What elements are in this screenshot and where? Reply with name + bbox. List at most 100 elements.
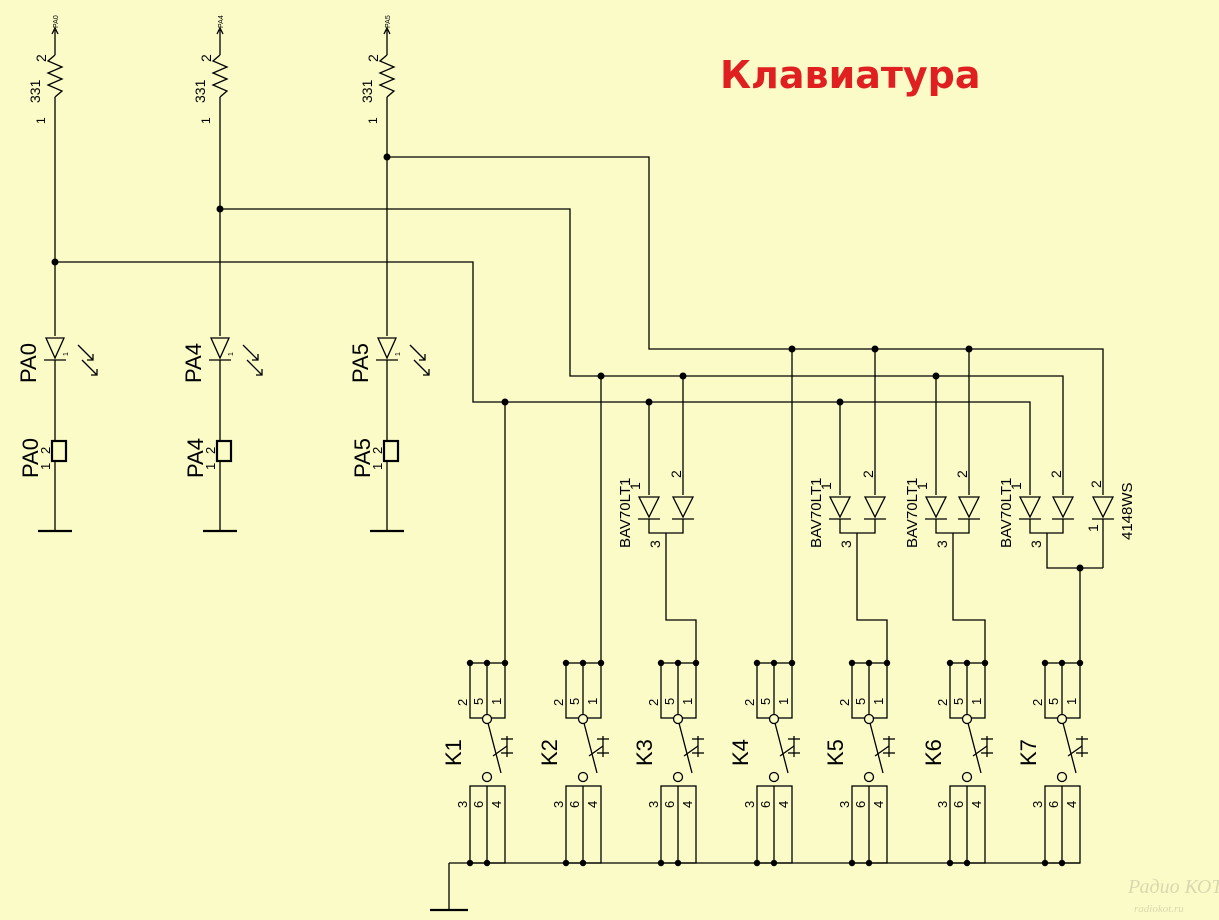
key-k2-pin-2: 2 bbox=[551, 699, 566, 706]
diode-array-4: 1 2 3 BAV70LT1 bbox=[998, 470, 1103, 663]
key-k1-pin-4: 4 bbox=[489, 801, 504, 808]
diode-array-4-pin1: 1 bbox=[1008, 482, 1024, 490]
resistor-value-pa0: 331 bbox=[27, 79, 43, 103]
resistor-pa4: PA4 2 1 331 bbox=[192, 15, 229, 124]
svg-text:1: 1 bbox=[203, 463, 218, 470]
key-label-k3: K3 bbox=[632, 739, 657, 766]
resistor-value-pa4: 331 bbox=[192, 79, 208, 103]
jumper-pa4: 1 2 PA4 bbox=[183, 438, 233, 478]
resistor-pin2-pa5: 2 bbox=[365, 54, 381, 62]
led-label-pa0: PA0 bbox=[16, 343, 41, 383]
key-k7-pin-5: 5 bbox=[1046, 698, 1061, 705]
key-label-k1: K1 bbox=[441, 739, 466, 766]
key-label-k6: K6 bbox=[921, 739, 946, 766]
key-k6-pin-2: 2 bbox=[935, 699, 950, 706]
key-k5-pin-1: 1 bbox=[871, 698, 886, 705]
jumper-pa0: 1 2 PA0 bbox=[18, 438, 68, 478]
diode-array-2-label: BAV70LT1 bbox=[808, 478, 825, 548]
key-k5-pin-2: 2 bbox=[837, 699, 852, 706]
jumper-label-pa4: PA4 bbox=[183, 438, 208, 478]
diode-array-1: 1 2 3 BAV70LT1 bbox=[617, 376, 697, 663]
diode-array-2: 1 2 3 BAV70LT1 bbox=[808, 349, 888, 663]
key-k3-pin-5: 5 bbox=[662, 698, 677, 705]
bus-pa5 bbox=[383, 153, 1104, 495]
key-k7-pin-6: 6 bbox=[1046, 801, 1061, 808]
svg-text:2: 2 bbox=[38, 447, 53, 454]
watermark-logo: Радио КОТ bbox=[1127, 876, 1219, 898]
key-k5-pin-3: 3 bbox=[837, 801, 852, 808]
diode-array-3-label: BAV70LT1 bbox=[904, 478, 921, 548]
svg-text:1: 1 bbox=[395, 352, 402, 356]
key-k4-pin-3: 3 bbox=[742, 801, 757, 808]
jumper-label-pa5: PA5 bbox=[350, 438, 375, 478]
key-k3-pin-6: 6 bbox=[662, 801, 677, 808]
channel-pa5: PA5 2 1 331 1 PA5 1 2 PA5 bbox=[348, 15, 430, 533]
diode-array-4-pin3: 3 bbox=[1028, 540, 1044, 548]
key-k3-pin-4: 4 bbox=[680, 801, 695, 808]
key-k4-pin-4: 4 bbox=[776, 801, 791, 808]
schematic-title: Клавиатура bbox=[720, 53, 981, 97]
diode-array-1-pin2: 2 bbox=[668, 470, 684, 478]
key-k1-pin-6: 6 bbox=[471, 801, 486, 808]
key-k7-pin-2: 2 bbox=[1030, 699, 1045, 706]
svg-text:1: 1 bbox=[370, 463, 385, 470]
resistor-pa5: PA5 2 1 331 bbox=[359, 15, 396, 124]
key-k5-pin-4: 4 bbox=[871, 801, 886, 808]
diode-array-1-pin3: 3 bbox=[647, 540, 663, 548]
resistor-pin1-pa0: 1 bbox=[34, 117, 48, 124]
diode-array-2-pin3: 3 bbox=[838, 540, 854, 548]
key-k5-pin-6: 6 bbox=[853, 801, 868, 808]
svg-text:1: 1 bbox=[228, 352, 235, 356]
resistor-pin1-pa5: 1 bbox=[366, 117, 380, 124]
bus-pa0 bbox=[51, 258, 1031, 495]
port-label-pa0: PA0 bbox=[53, 15, 60, 28]
key-label-k2: K2 bbox=[537, 739, 562, 766]
resistor-pin2-pa4: 2 bbox=[198, 54, 214, 62]
key-k7-pin-1: 1 bbox=[1064, 698, 1079, 705]
key-k1-pin-3: 3 bbox=[455, 801, 470, 808]
diode-4148ws-pin2: 2 bbox=[1088, 480, 1104, 488]
key-k2-pin-6: 6 bbox=[567, 801, 582, 808]
key-k2-pin-1: 1 bbox=[585, 698, 600, 705]
led-pa4: 1 PA4 bbox=[181, 337, 263, 383]
diode-array-2-pin1: 1 bbox=[818, 482, 834, 490]
diode-array-1-label: BAV70LT1 bbox=[617, 478, 634, 548]
led-pa5: 1 PA5 bbox=[348, 337, 430, 383]
port-label-pa5: PA5 bbox=[385, 15, 392, 28]
key-k4-pin-2: 2 bbox=[742, 699, 757, 706]
resistor-pin2-pa0: 2 bbox=[33, 54, 49, 62]
key-label-k5: K5 bbox=[823, 739, 848, 766]
key-k4-pin-1: 1 bbox=[776, 698, 791, 705]
key-k1-pin-5: 5 bbox=[471, 698, 486, 705]
key-k2-pin-4: 4 bbox=[585, 801, 600, 808]
port-label-pa4: PA4 bbox=[218, 15, 225, 28]
key-k7-pin-4: 4 bbox=[1064, 801, 1079, 808]
diode-4148ws-label: 4148WS bbox=[1119, 482, 1136, 540]
key-k4-pin-5: 5 bbox=[758, 698, 773, 705]
watermark-url: radiokot.ru bbox=[1134, 903, 1184, 915]
svg-text:1: 1 bbox=[38, 463, 53, 470]
key-k6-pin-6: 6 bbox=[951, 801, 966, 808]
svg-text:2: 2 bbox=[203, 447, 218, 454]
diode-array-3-pin2: 2 bbox=[954, 470, 970, 478]
led-label-pa4: PA4 bbox=[181, 343, 206, 383]
key-label-k7: K7 bbox=[1016, 739, 1041, 766]
key-k1-pin-2: 2 bbox=[455, 699, 470, 706]
key-k6-pin-1: 1 bbox=[969, 698, 984, 705]
diode-array-1-pin1: 1 bbox=[627, 482, 643, 490]
diode-array-3: 1 2 3 BAV70LT1 bbox=[904, 349, 986, 663]
key-k3-pin-1: 1 bbox=[680, 698, 695, 705]
resistor-value-pa5: 331 bbox=[359, 79, 375, 103]
channel-pa4: PA4 2 1 331 1 PA4 1 2 PA4 bbox=[181, 15, 263, 533]
key-k3-pin-3: 3 bbox=[646, 801, 661, 808]
led-label-pa5: PA5 bbox=[348, 343, 373, 383]
svg-text:1: 1 bbox=[63, 352, 70, 356]
key-k5-pin-5: 5 bbox=[853, 698, 868, 705]
